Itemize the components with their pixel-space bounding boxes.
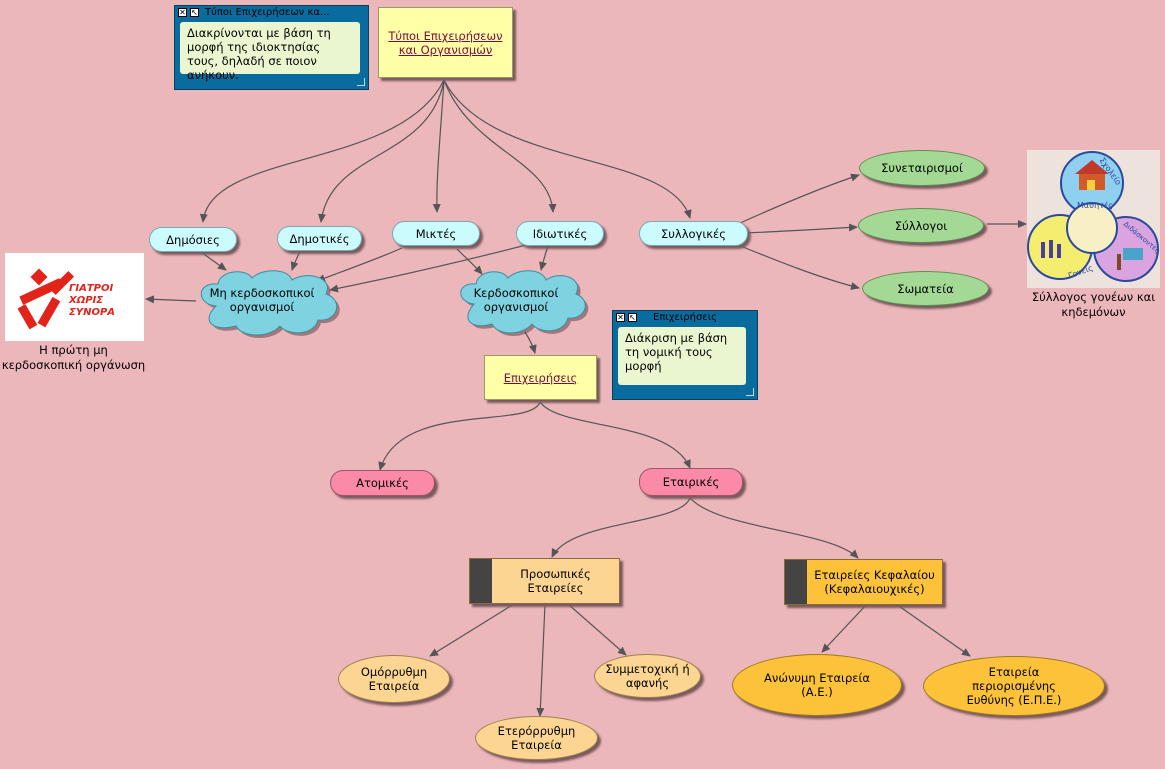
resize-grip-icon[interactable] [746, 388, 754, 396]
node-collective[interactable]: Συλλογικές [639, 221, 748, 246]
msf-caption: Η πρώτη μη κερδοσκοπική οργάνωση [1, 343, 146, 372]
resize-grip-icon[interactable] [357, 78, 365, 86]
node-corporate[interactable]: Εταιρικές [639, 468, 743, 496]
msf-runner-icon [17, 268, 75, 330]
node-silent-partnership[interactable]: Συμμετοχική ή αφανής [594, 654, 701, 698]
close-icon[interactable]: ✕ [616, 313, 625, 322]
note-businesses[interactable]: ✕ ↖ Επιχειρήσεις Διάκριση με βάση τη νομ… [612, 310, 758, 400]
resize-icon[interactable]: ↖ [628, 313, 637, 322]
node-business-types[interactable]: Τύποι Επιχειρήσεων και Οργανισμών [378, 7, 513, 78]
forprofit-label: Κερδοσκοπικοί οργανισμοί [473, 286, 559, 314]
node-nonprofit-cloud[interactable] [192, 268, 344, 338]
node-mixed[interactable]: Μικτές [392, 221, 480, 246]
note-title: Τύποι Επιχειρήσεων κα... [205, 7, 330, 18]
node-individual[interactable]: Ατομικές [330, 470, 435, 496]
school-caption: Σύλλογος γονέων και κηδεμόνων [1031, 290, 1156, 319]
school-venn-icon [1027, 151, 1159, 282]
nonprofit-label: Μη κερδοσκοπικοί οργανισμοί [209, 286, 315, 314]
close-icon[interactable]: ✕ [178, 8, 187, 17]
node-limited-partnership[interactable]: Ετερόρρυθμη Εταιρεία [475, 716, 598, 760]
note-body: Διακρίνονται με βάση τη μορφή της ιδιοκτ… [180, 22, 360, 82]
node-private[interactable]: Ιδιωτικές [516, 221, 604, 246]
msf-logo-image: ΓΙΑΤΡΟΙ ΧΩΡΙΣ ΣΥΝΟΡΑ [5, 253, 144, 341]
node-coops[interactable]: Συνεταιρισμοί [859, 150, 985, 186]
node-personal-companies[interactable]: Προσωπικές Εταιρείες [469, 558, 620, 604]
resize-icon[interactable]: ↖ [190, 8, 199, 17]
node-municipal[interactable]: Δημοτικές [277, 226, 362, 251]
node-public[interactable]: Δημόσιες [149, 227, 237, 252]
school-word-students: Μαθητές [1077, 201, 1113, 210]
node-unions[interactable]: Σωματεία [862, 271, 989, 306]
node-forprofit-cloud[interactable] [452, 268, 592, 336]
note-body: Διάκριση με βάση τη νομική τους μορφή [618, 327, 746, 385]
node-general-partnership[interactable]: Ομόρρυθμη Εταιρεία [338, 655, 450, 703]
node-associations[interactable]: Σύλλογοι [858, 208, 984, 243]
school-association-image: Σχολείο Μαθητές Διδάσκοντες Γονείς [1027, 150, 1161, 288]
node-ltd-company[interactable]: Εταιρεία περιορισμένης Ευθύνης (Ε.Π.Ε.) [923, 656, 1105, 716]
note-title: Επιχειρήσεις [653, 312, 717, 323]
msf-logo-text: ΓΙΑΤΡΟΙ ΧΩΡΙΣ ΣΥΝΟΡΑ [69, 283, 116, 318]
note-types[interactable]: ✕ ↖ Τύποι Επιχειρήσεων κα... Διακρίνοντα… [174, 5, 369, 90]
node-sa-company[interactable]: Ανώνυμη Εταιρεία (Α.Ε.) [732, 654, 902, 716]
node-businesses[interactable]: Επιχειρήσεις [484, 355, 597, 400]
node-capital-companies[interactable]: Εταιρείες Κεφαλαίου (Κεφαλαιουχικές) [784, 559, 943, 605]
